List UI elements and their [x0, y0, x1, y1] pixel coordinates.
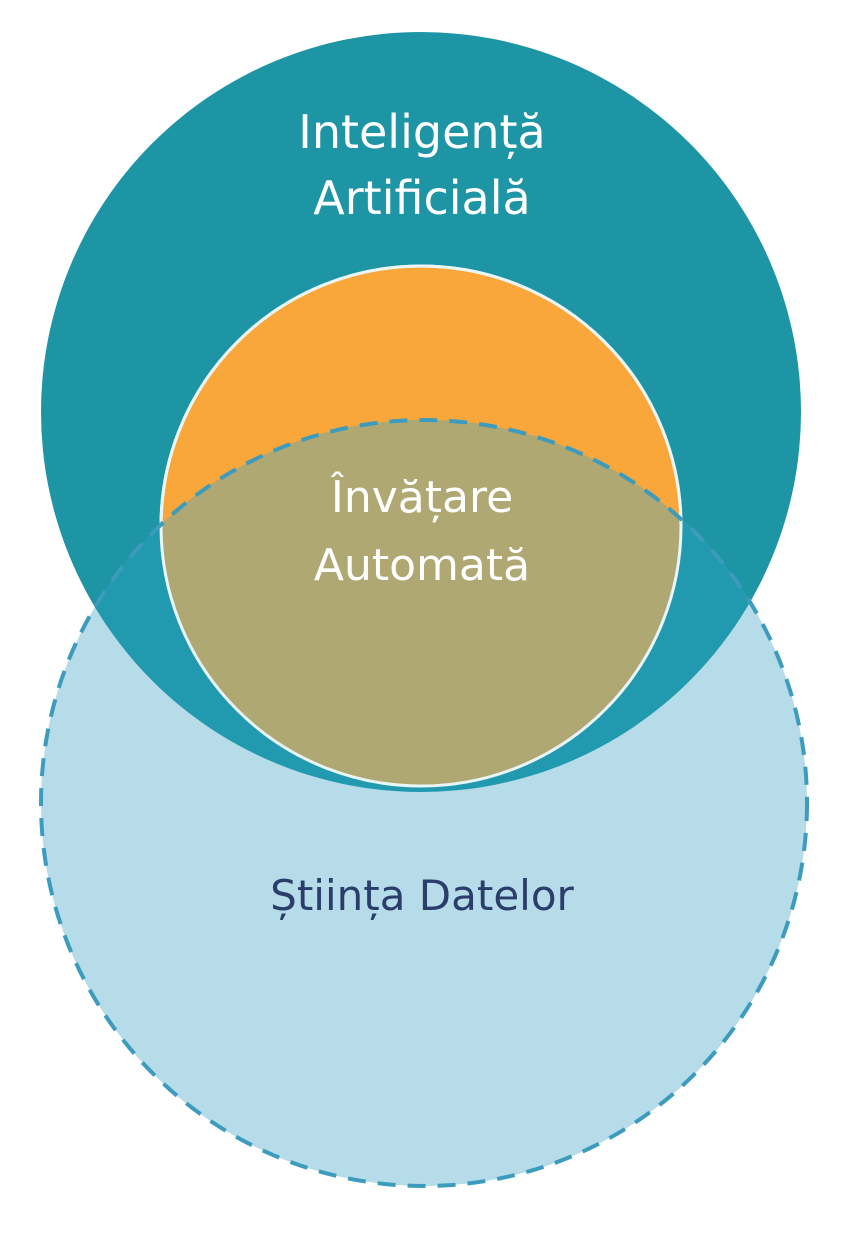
- ds-ml-overlap: [161, 420, 681, 786]
- ai-label-line1: Inteligență: [298, 105, 546, 160]
- ds-dashed-outline: [39, 418, 809, 1188]
- ai-label-line2: Artificială: [313, 171, 530, 225]
- ds-label: Știința Datelor: [270, 871, 574, 920]
- ml-label-line1: Învățare: [330, 470, 513, 523]
- ml-label-line2: Automată: [314, 540, 530, 591]
